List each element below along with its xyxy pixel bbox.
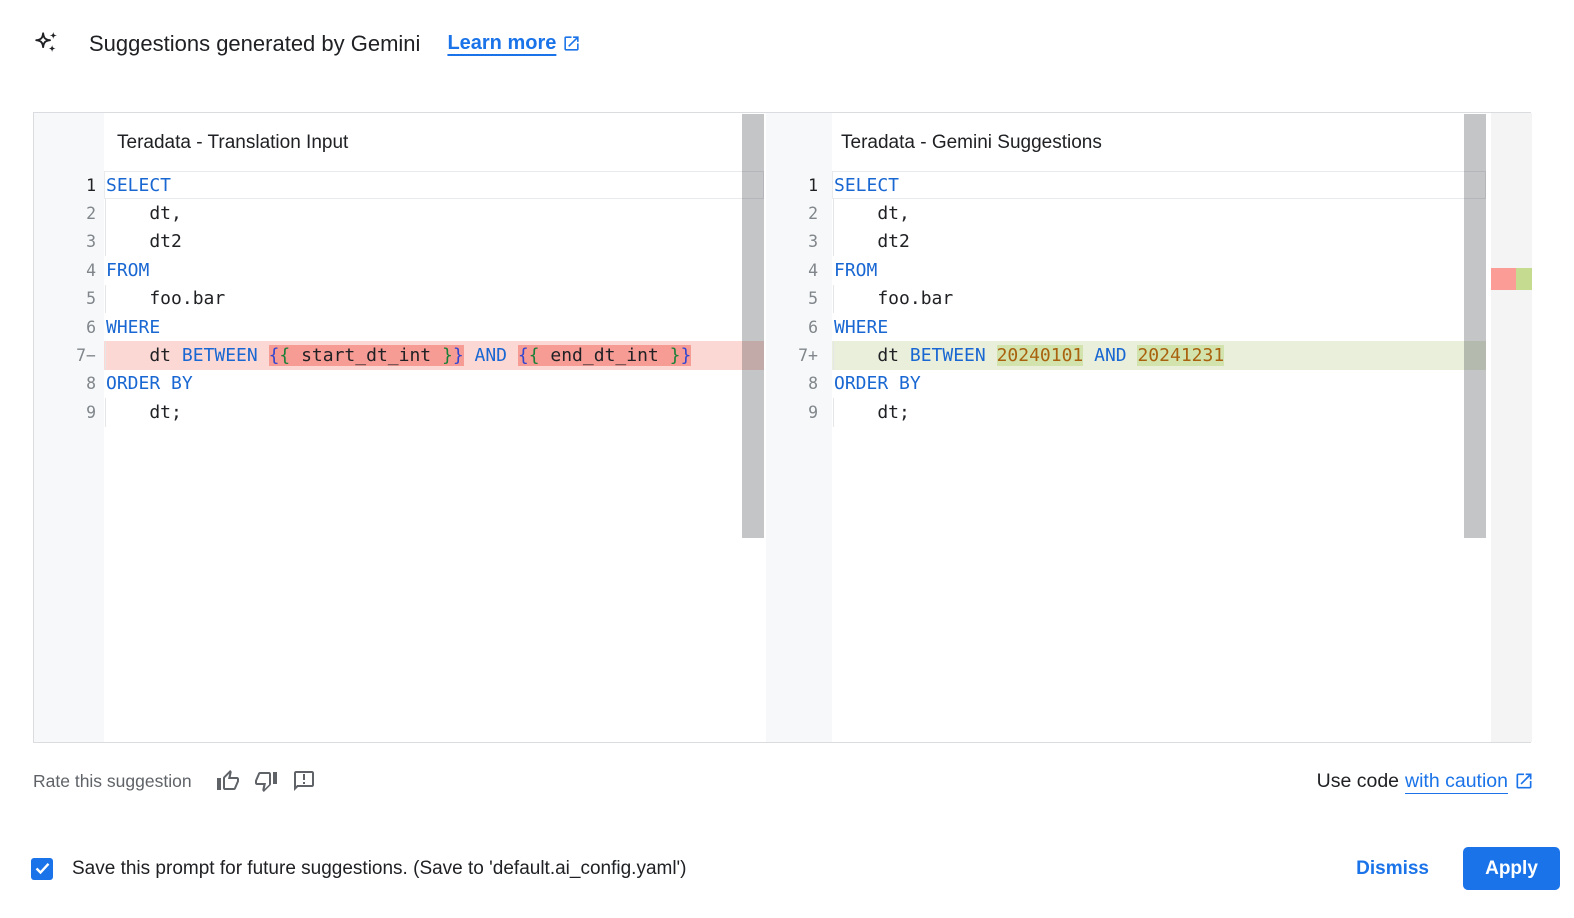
line-text: dt BETWEEN 20240101 AND 20241231	[832, 341, 1486, 371]
line-text: dt;	[832, 398, 1486, 427]
code-line: 4 FROM	[766, 256, 1486, 284]
line-number: 8	[86, 374, 96, 394]
line-text: foo.bar	[104, 284, 764, 314]
page-title: Suggestions generated by Gemini	[89, 30, 421, 56]
line-text: WHERE	[106, 316, 161, 338]
line-number: 3	[86, 232, 96, 252]
gemini-sparkle-icon	[35, 31, 57, 53]
panel-title: Teradata - Gemini Suggestions	[841, 132, 1102, 153]
line-text: ORDER BY	[106, 373, 193, 395]
thumbs-down-icon	[254, 772, 277, 792]
line-text: SELECT	[834, 174, 900, 196]
use-code-text: Use code	[1316, 769, 1400, 792]
line-text: dt2	[832, 227, 1486, 257]
vertical-scrollbar[interactable]	[742, 114, 764, 538]
code-line: 1 SELECT	[766, 171, 1486, 199]
panel-title: Teradata - Translation Input	[117, 132, 349, 153]
line-text: ORDER BY	[834, 373, 921, 395]
gemini-suggestions-header: Suggestions generated by Gemini Learn mo…	[33, 30, 581, 57]
with-caution-link[interactable]: with caution	[1405, 769, 1508, 792]
code-line: 6 WHERE	[34, 313, 764, 341]
code-line: 2 dt,	[34, 199, 764, 229]
thumbs-up-icon	[216, 770, 239, 790]
code-line: 8 ORDER BY	[766, 370, 1486, 398]
line-number: 6	[86, 317, 96, 337]
checkmark-icon	[35, 862, 49, 875]
external-link-icon	[564, 36, 579, 51]
code-line: 7− dt BETWEEN {{ start_dt_int }} AND {{ …	[34, 341, 764, 371]
line-number: 4	[808, 260, 818, 280]
line-number: 8	[808, 374, 818, 394]
diff-overview-ruler	[1491, 113, 1532, 742]
rate-suggestion-label: Rate this suggestion	[33, 770, 192, 791]
line-number: 7+	[798, 346, 818, 366]
feedback-button[interactable]	[292, 769, 316, 793]
save-prompt-label: Save this prompt for future suggestions.…	[72, 857, 687, 879]
line-number: 4	[86, 260, 96, 280]
line-number: 1	[808, 175, 818, 195]
code-line: 9 dt;	[766, 398, 1486, 427]
line-number: 2	[808, 204, 818, 224]
code-line: 2 dt,	[766, 199, 1486, 229]
code-line: 3 dt2	[766, 227, 1486, 257]
use-code-caution: Use code with caution	[1317, 770, 1534, 793]
line-text: FROM	[106, 259, 150, 281]
diff-marker-deleted	[1491, 268, 1516, 290]
line-text: SELECT	[106, 174, 172, 196]
line-text: dt,	[104, 199, 764, 229]
thumbs-down-button[interactable]	[254, 769, 278, 793]
line-text: dt BETWEEN {{ start_dt_int }} AND {{ end…	[104, 341, 764, 371]
rate-suggestion-bar: Rate this suggestion Use code with cauti…	[33, 769, 1534, 793]
line-text: foo.bar	[832, 284, 1486, 314]
external-link-icon	[1516, 773, 1532, 789]
thumbs-up-button[interactable]	[216, 769, 240, 793]
line-number: 9	[86, 402, 96, 422]
line-number: 1	[86, 175, 96, 195]
code-line: 3 dt2	[34, 227, 764, 257]
line-number: 5	[86, 289, 96, 309]
code-line: 5 foo.bar	[766, 284, 1486, 314]
footer-bar: Save this prompt for future suggestions.…	[31, 847, 1560, 890]
apply-button[interactable]: Apply	[1463, 847, 1560, 890]
diff-marker-added	[1516, 268, 1532, 290]
line-number: 7−	[76, 346, 96, 366]
line-number: 6	[808, 317, 818, 337]
line-text: dt;	[104, 398, 764, 427]
code-line: 5 foo.bar	[34, 284, 764, 314]
dismiss-button[interactable]: Dismiss	[1346, 850, 1439, 888]
line-number: 9	[808, 402, 818, 422]
line-text: dt2	[104, 227, 764, 257]
diff-editor-container: Teradata - Translation Input 1 SELECT 2 dt…	[33, 112, 1532, 743]
gemini-suggestions-editor: Teradata - Gemini Suggestions 1 SELECT 2 d…	[766, 113, 1532, 742]
translation-input-editor: Teradata - Translation Input 1 SELECT 2 dt…	[34, 113, 764, 742]
code-line: 7+ dt BETWEEN 20240101 AND 20241231	[766, 341, 1486, 371]
save-prompt-checkbox[interactable]	[31, 857, 53, 880]
line-text: WHERE	[834, 316, 889, 338]
line-number: 3	[808, 232, 818, 252]
feedback-icon	[293, 771, 314, 791]
line-number: 5	[808, 289, 818, 309]
line-text: dt,	[832, 199, 1486, 229]
code-line: 9 dt;	[34, 398, 764, 427]
vertical-scrollbar[interactable]	[1464, 114, 1486, 538]
line-number: 2	[86, 204, 96, 224]
line-text: FROM	[834, 259, 878, 281]
code-line: 4 FROM	[34, 256, 764, 284]
line-number-gutter	[766, 113, 832, 742]
code-line: 8 ORDER BY	[34, 370, 764, 398]
learn-more-link[interactable]: Learn more	[447, 32, 581, 55]
line-number-gutter	[34, 113, 104, 742]
code-line: 6 WHERE	[766, 313, 1486, 341]
code-line: 1 SELECT	[34, 171, 764, 199]
